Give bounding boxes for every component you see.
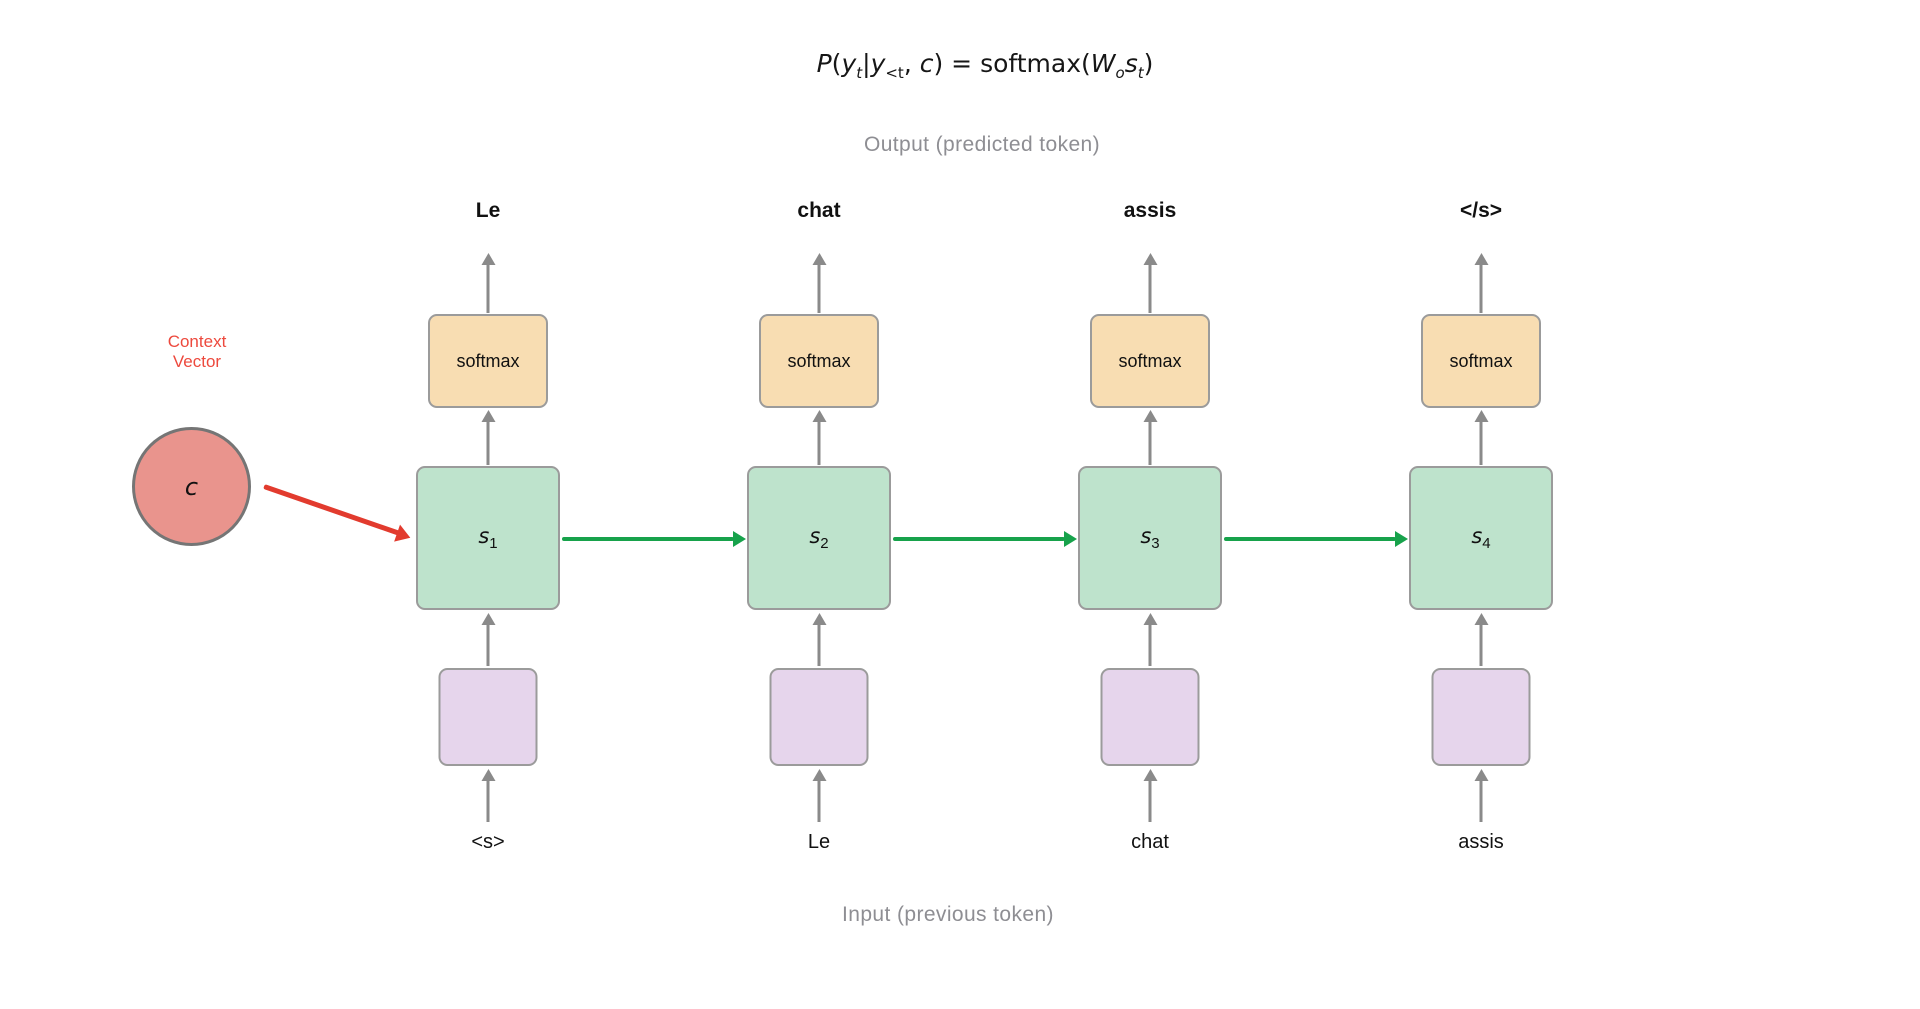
arrow-up-icon — [1479, 421, 1483, 465]
state-index: 4 — [1482, 535, 1491, 553]
output-token: chat — [797, 199, 841, 222]
arrow-up-icon — [817, 264, 821, 313]
softmax-box: softmax — [1421, 314, 1541, 408]
softmax-label: softmax — [456, 350, 520, 371]
embedding-box — [438, 668, 538, 766]
softmax-label: softmax — [1449, 350, 1513, 371]
softmax-box: softmax — [1090, 314, 1210, 408]
input-token: assis — [1458, 831, 1504, 853]
state-symbol: s — [809, 523, 821, 548]
arrow-up-icon — [817, 624, 821, 666]
context-symbol: c — [184, 472, 199, 501]
arrow-up-icon — [1148, 780, 1152, 822]
recurrent-arrow-icon — [562, 537, 734, 541]
arrow-up-icon — [486, 780, 490, 822]
state-symbol: s — [1140, 523, 1152, 548]
state-box: s4 — [1409, 466, 1553, 610]
recurrent-arrow-icon — [893, 537, 1065, 541]
probability-formula: P(yt|y<t, c) = softmax(Wost) — [816, 49, 1154, 82]
arrow-up-icon — [486, 264, 490, 313]
arrow-up-icon — [1479, 780, 1483, 822]
embedding-box — [1100, 668, 1200, 766]
state-symbol: s — [478, 523, 490, 548]
context-vector-label-line1: Context — [167, 332, 227, 351]
state-box: s1 — [416, 466, 560, 610]
arrow-up-icon — [817, 780, 821, 822]
context-vector-label-line2: Vector — [172, 352, 222, 371]
output-axis-label: Output (predicted token) — [863, 133, 1101, 156]
context-to-state-arrow-icon — [263, 484, 400, 536]
arrow-up-icon — [817, 421, 821, 465]
arrow-up-icon — [1479, 264, 1483, 313]
arrow-up-icon — [1148, 624, 1152, 666]
softmax-label: softmax — [787, 350, 851, 371]
embedding-box — [769, 668, 869, 766]
arrow-up-icon — [486, 421, 490, 465]
embedding-box — [1431, 668, 1531, 766]
context-vector-label: Context Vector — [168, 332, 227, 372]
softmax-label: softmax — [1118, 350, 1182, 371]
state-index: 3 — [1151, 535, 1160, 553]
output-token: Le — [475, 199, 501, 222]
input-axis-label: Input (previous token) — [842, 903, 1054, 926]
recurrent-arrow-icon — [1224, 537, 1396, 541]
arrow-up-icon — [1148, 264, 1152, 313]
arrow-up-icon — [486, 624, 490, 666]
output-token: </s> — [1459, 199, 1503, 222]
arrow-up-icon — [1148, 421, 1152, 465]
arrow-up-icon — [1479, 624, 1483, 666]
state-box: s2 — [747, 466, 891, 610]
state-box: s3 — [1078, 466, 1222, 610]
state-index: 1 — [489, 535, 498, 553]
softmax-box: softmax — [759, 314, 879, 408]
state-index: 2 — [820, 535, 829, 553]
softmax-box: softmax — [428, 314, 548, 408]
context-vector-node: c — [132, 427, 251, 546]
input-token: chat — [1131, 831, 1169, 853]
output-token: assis — [1123, 199, 1177, 222]
input-token: Le — [807, 831, 831, 853]
state-symbol: s — [1471, 523, 1483, 548]
input-token: <s> — [471, 831, 505, 853]
